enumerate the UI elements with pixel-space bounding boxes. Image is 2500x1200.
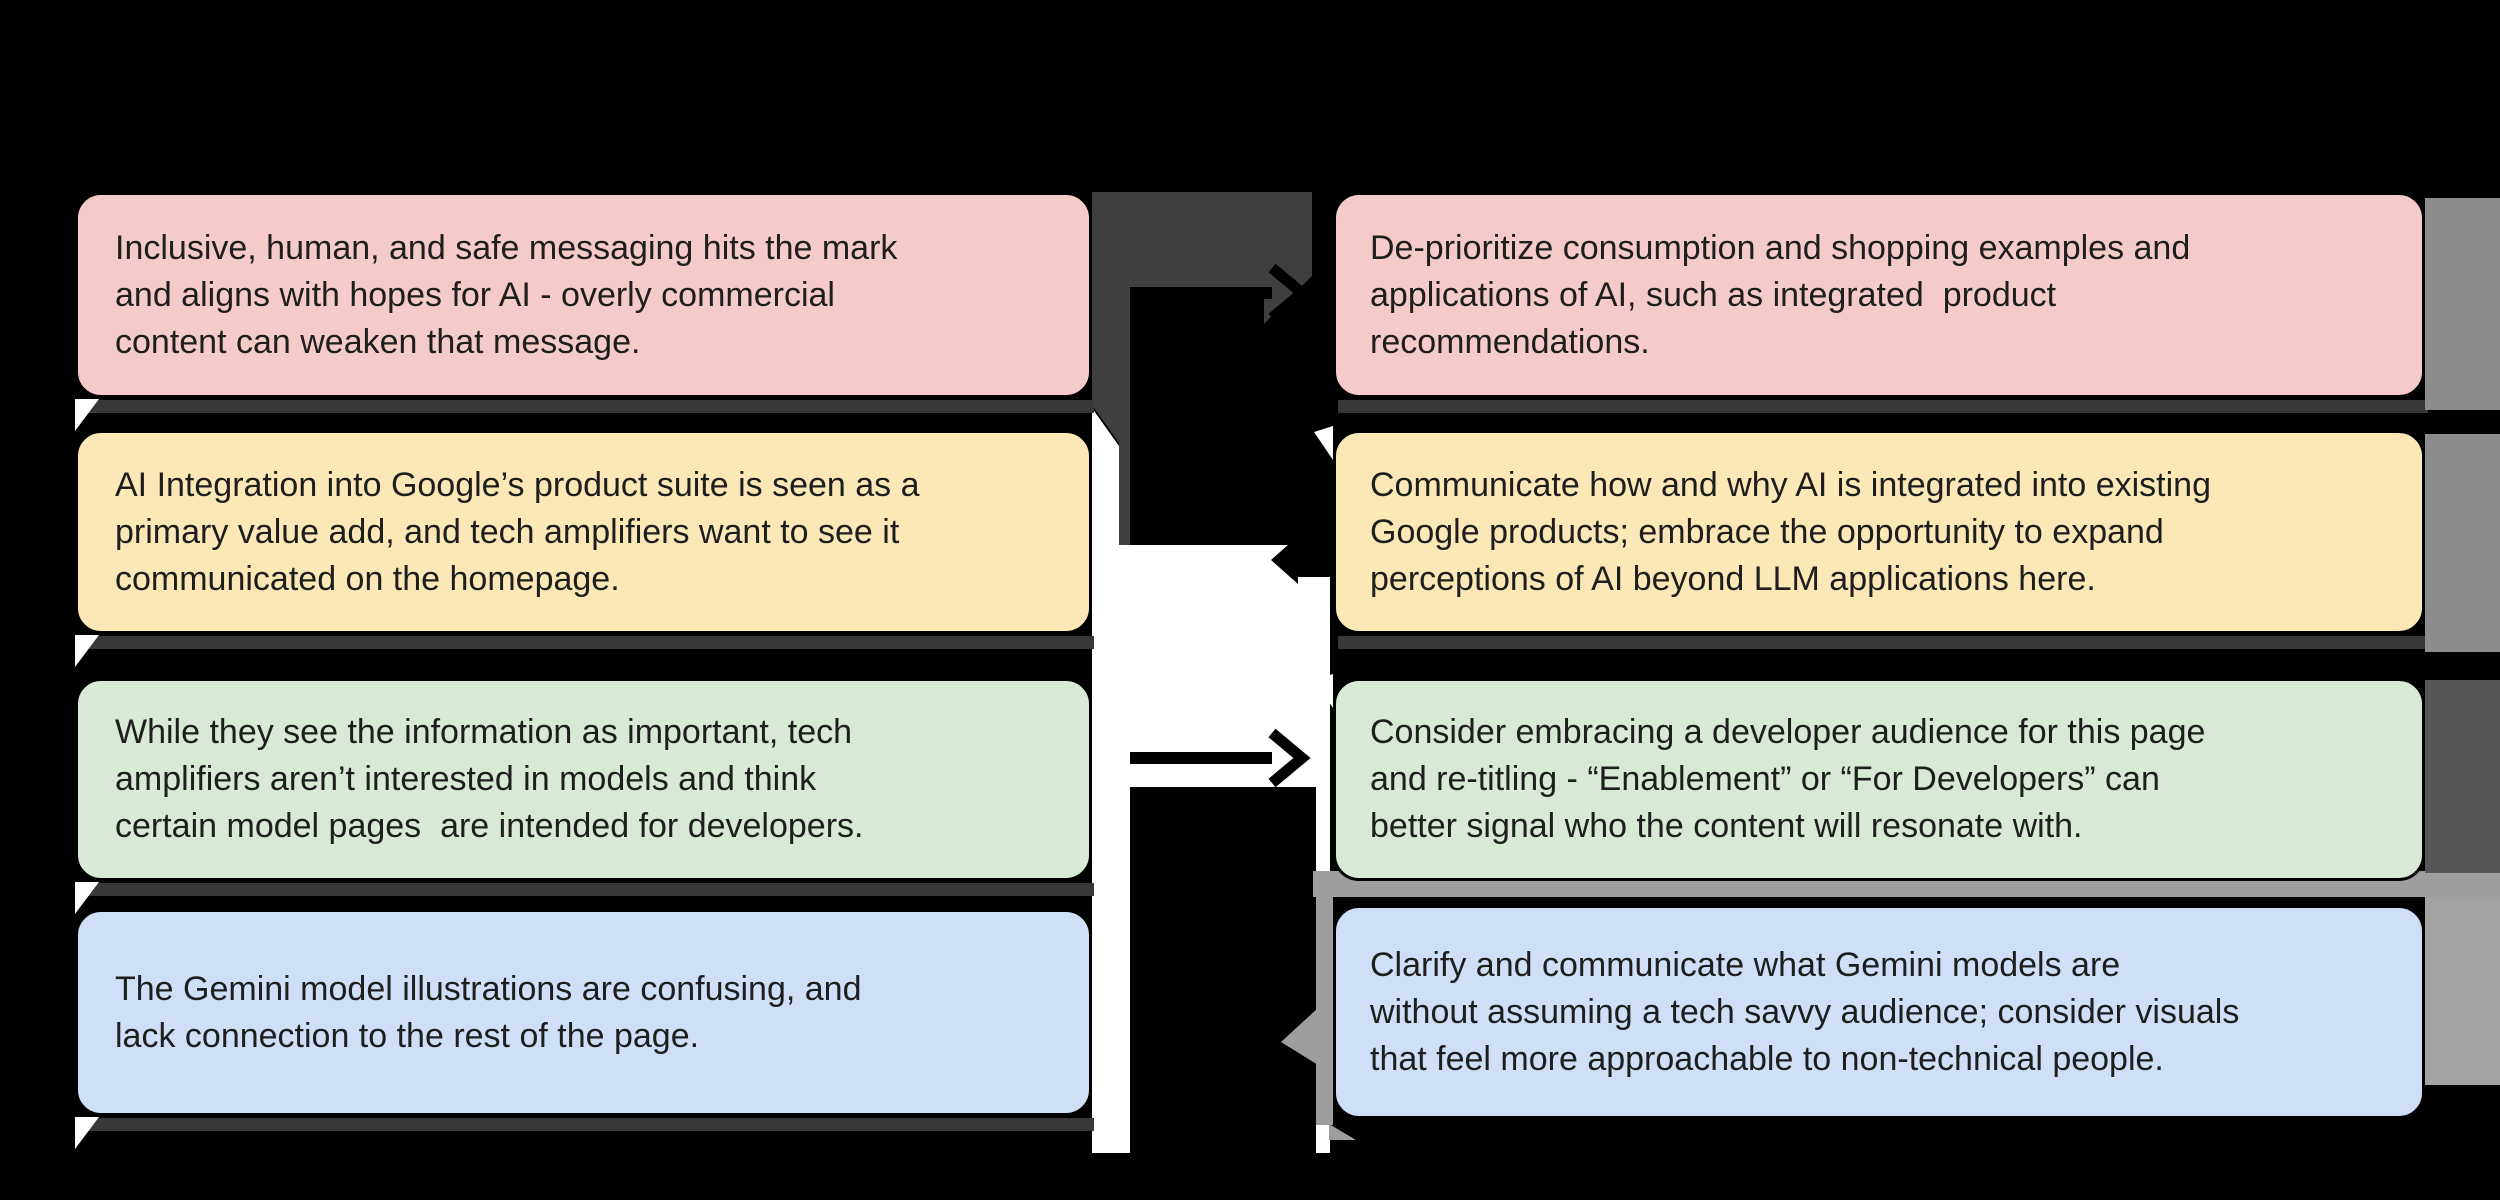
finding-text-yellow: AI Integration into Google’s product sui… (115, 465, 920, 598)
white-wedge-left-3 (75, 882, 99, 914)
margin-band-row4 (2425, 897, 2500, 1085)
finding-text-blue: The Gemini model illustrations are confu… (115, 969, 862, 1055)
arrow-row1-head-icon (1268, 263, 1311, 323)
finding-box-yellow: AI Integration into Google’s product sui… (75, 430, 1092, 634)
black-mask-row1 (1130, 192, 1333, 545)
recommendation-text-yellow: Communicate how and why AI is integrated… (1370, 465, 2212, 598)
recommendation-box-blue: Clarify and communicate what Gemini mode… (1333, 905, 2425, 1119)
recommendation-text-green: Consider embracing a developer audience … (1370, 713, 2206, 845)
shadow-strip-left-1 (80, 400, 1094, 413)
arrow-row1-shaft (1130, 287, 1272, 299)
finding-box-pink: Inclusive, human, and safe messaging hit… (75, 192, 1092, 398)
white-wedge-left-4 (75, 1117, 99, 1149)
white-wedge-right-2 (1314, 426, 1333, 460)
shadow-strip-right-1 (1338, 400, 2428, 413)
finding-text-pink: Inclusive, human, and safe messaging hit… (115, 228, 898, 361)
margin-band-row2 (2425, 434, 2500, 652)
shadow-strip-left-2 (80, 636, 1094, 649)
finding-box-green: While they see the information as import… (75, 678, 1092, 881)
row2-chevron-artifact (1271, 536, 1298, 584)
finding-text-green: While they see the information as import… (115, 713, 864, 845)
margin-band-row1 (2425, 198, 2500, 410)
white-wedge-left-2 (75, 635, 99, 667)
arrow-row3-head-icon (1268, 728, 1311, 788)
black-mask-row4 (1130, 787, 1316, 1153)
light-band-blue-left (1316, 897, 1333, 1125)
gray-ribbon-shape (1092, 192, 1312, 545)
recommendation-text-pink: De-prioritize consumption and shopping e… (1370, 228, 2191, 361)
shadow-strip-right-2 (1338, 636, 2428, 649)
row2-black-band (1296, 545, 1333, 577)
white-wedge-right-3 (1314, 674, 1333, 708)
recommendation-box-green: Consider embracing a developer audience … (1333, 678, 2425, 881)
light-wedge-blue (1281, 1008, 1318, 1065)
margin-band-row3 (2425, 680, 2500, 873)
recommendation-text-blue: Clarify and communicate what Gemini mode… (1370, 945, 2240, 1078)
white-wedge-left-1 (75, 399, 99, 431)
arrow-row3-shaft (1130, 752, 1272, 764)
recommendation-box-pink: De-prioritize consumption and shopping e… (1333, 192, 2425, 398)
shadow-strip-left-4 (80, 1118, 1094, 1131)
recommendation-box-yellow: Communicate how and why AI is integrated… (1333, 430, 2425, 634)
light-tail-blue (1329, 1124, 1356, 1140)
finding-box-blue: The Gemini model illustrations are confu… (75, 909, 1092, 1116)
shadow-strip-left-3 (80, 883, 1094, 896)
